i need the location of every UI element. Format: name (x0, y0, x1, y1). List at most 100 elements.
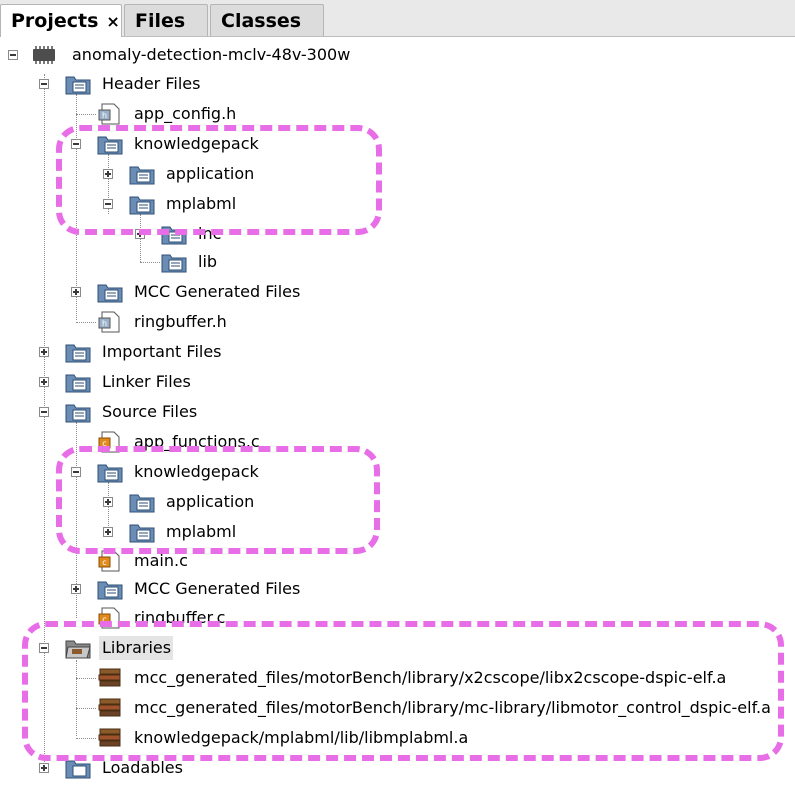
folder-icon (65, 374, 91, 393)
tree-label: Loadables (102, 758, 183, 777)
tree-item-ringbuffer-h[interactable]: h ringbuffer.h (0, 310, 795, 334)
highlight-callout-knowledgepack-headers (56, 125, 382, 235)
tree-item-libraries[interactable]: Libraries (0, 636, 795, 660)
tree-item-loadables[interactable]: Loadables (0, 756, 795, 780)
selection-highlight (99, 636, 173, 660)
tree-item-important-files[interactable]: Important Files (0, 340, 795, 364)
library-books-icon (98, 668, 121, 687)
tree-label: Header Files (102, 74, 201, 93)
tab-files-label: Files (135, 10, 186, 32)
tree-label: application (166, 492, 255, 511)
folder-icon (97, 284, 123, 303)
project-name: anomaly-detection-mclv-48v-300w (72, 45, 351, 64)
tree-item-application-headers[interactable]: application (0, 162, 795, 186)
tree-label: mcc_generated_files/motorBench/library/x… (134, 668, 727, 687)
folder-icon (97, 464, 123, 483)
svg-text:c: c (102, 439, 106, 448)
tree-label: main.c (134, 551, 188, 570)
tree-label: lib (198, 252, 218, 271)
tree-connector (76, 708, 96, 709)
collapse-toggle[interactable] (39, 407, 49, 417)
collapse-toggle[interactable] (8, 50, 18, 60)
tree-item-library-mplabml[interactable]: knowledgepack/mplabml/lib/libmplabml.a (0, 726, 795, 750)
tree-label: Linker Files (102, 372, 191, 391)
tree-label: ringbuffer.h (134, 312, 227, 331)
svg-text:c: c (102, 558, 106, 567)
folder-icon (97, 136, 123, 155)
folder-icon (65, 760, 91, 779)
tab-classes-label: Classes (221, 10, 302, 32)
collapse-toggle[interactable] (39, 79, 49, 89)
folder-icon (65, 76, 91, 95)
folder-icon (129, 524, 155, 543)
expand-toggle[interactable] (103, 169, 113, 179)
tree-item-lib[interactable]: lib (0, 250, 795, 274)
expand-toggle[interactable] (103, 497, 113, 507)
tab-projects[interactable]: Projects × (0, 4, 122, 37)
chip-icon (33, 46, 55, 64)
tree-item-library-x2cscope[interactable]: mcc_generated_files/motorBench/library/x… (0, 666, 795, 690)
folder-icon (129, 166, 155, 185)
tree-label: MCC Generated Files (134, 282, 301, 301)
tree-label: MCC Generated Files (134, 579, 301, 598)
tree-item-header-files[interactable]: Header Files (0, 72, 795, 96)
library-books-icon (98, 728, 121, 747)
tree-label: Source Files (102, 402, 198, 421)
library-books-icon (98, 698, 121, 717)
tree-label: Libraries (102, 638, 172, 657)
folder-icon (97, 581, 123, 600)
header-file-icon: h (98, 311, 120, 333)
svg-text:c: c (102, 615, 106, 624)
tree-item-main-c[interactable]: c main.c (0, 549, 795, 573)
highlight-callout-libraries (22, 621, 784, 761)
tree-item-mcc-sources[interactable]: MCC Generated Files (0, 577, 795, 601)
tree-item-mcc-headers[interactable]: MCC Generated Files (0, 280, 795, 304)
folder-icon (129, 494, 155, 513)
tree-item-mplabml-headers[interactable]: mplabml (0, 192, 795, 216)
tree-item-source-files[interactable]: Source Files (0, 400, 795, 424)
expand-toggle[interactable] (71, 287, 81, 297)
tree-item-linker-files[interactable]: Linker Files (0, 370, 795, 394)
tree-connector (76, 114, 96, 115)
folder-icon (65, 404, 91, 423)
expand-toggle[interactable] (39, 763, 49, 773)
folder-open-icon (65, 640, 91, 659)
tree-connector (76, 94, 77, 320)
tree-connector (108, 154, 109, 214)
tree-label: knowledgepack/mplabml/lib/libmplabml.a (134, 728, 469, 747)
tab-files[interactable]: Files (124, 4, 208, 36)
tree-connector (76, 422, 77, 618)
collapse-toggle[interactable] (103, 199, 113, 209)
folder-icon (129, 196, 155, 215)
expand-toggle[interactable] (103, 527, 113, 537)
expand-toggle[interactable] (39, 347, 49, 357)
expand-toggle[interactable] (71, 584, 81, 594)
tab-classes[interactable]: Classes (210, 4, 324, 36)
tree-item-knowledgepack-sources[interactable]: knowledgepack (0, 460, 795, 484)
project-tree[interactable]: anomaly-detection-mclv-48v-300w Header F… (0, 37, 795, 802)
tree-label: knowledgepack (134, 134, 259, 153)
tree-item-project[interactable]: anomaly-detection-mclv-48v-300w (0, 43, 795, 67)
highlight-callout-knowledgepack-sources (56, 446, 380, 554)
expand-toggle[interactable] (39, 377, 49, 387)
svg-text:h: h (102, 319, 107, 328)
c-source-file-icon: c (98, 550, 120, 572)
tree-connector (76, 678, 96, 679)
tree-connector (76, 738, 96, 739)
tree-item-app-config-h[interactable]: h app_config.h (0, 102, 795, 126)
tree-label: app_config.h (134, 104, 237, 123)
folder-icon (161, 254, 187, 273)
tab-projects-label: Projects (11, 10, 99, 32)
tree-label: knowledgepack (134, 462, 259, 481)
header-file-icon: h (98, 103, 120, 125)
tree-item-application-sources[interactable]: application (0, 490, 795, 514)
tree-label: mplabml (166, 194, 237, 213)
tree-item-mplabml-sources[interactable]: mplabml (0, 520, 795, 544)
tree-connector (76, 322, 96, 323)
tree-connector (76, 660, 77, 736)
tree-connector (140, 262, 160, 263)
close-icon[interactable]: × (106, 12, 120, 31)
tree-label: application (166, 164, 255, 183)
tree-label: mcc_generated_files/motorBench/library/m… (134, 698, 771, 717)
tree-item-library-motor-control[interactable]: mcc_generated_files/motorBench/library/m… (0, 696, 795, 720)
